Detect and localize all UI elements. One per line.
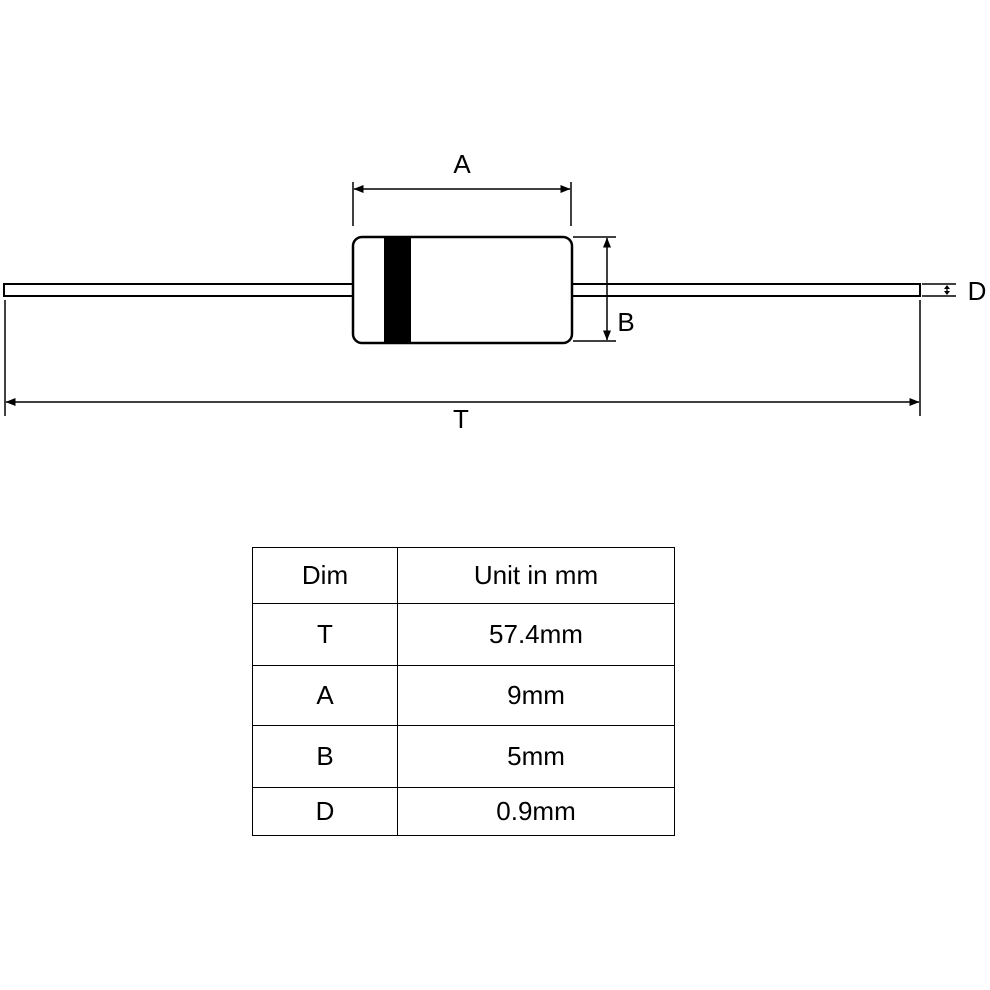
value-cell: 57.4mm xyxy=(397,603,675,666)
value-cell: 9mm xyxy=(397,665,675,726)
dim-d-arrow xyxy=(944,285,950,295)
cathode-band xyxy=(384,238,411,342)
dimension-table: Dim Unit in mm T 57.4mm A 9mm B 5mm D 0.… xyxy=(252,547,675,836)
table-row: T 57.4mm xyxy=(252,603,675,666)
value-cell: 5mm xyxy=(397,725,675,788)
column-header-dim: Dim xyxy=(252,547,398,604)
table-header-row: Dim Unit in mm xyxy=(252,547,675,604)
table-row: B 5mm xyxy=(252,725,675,788)
dim-cell: D xyxy=(252,787,398,836)
table-row: D 0.9mm xyxy=(252,787,675,836)
dim-b-label: B xyxy=(617,307,634,337)
value-cell: 0.9mm xyxy=(397,787,675,836)
right-lead xyxy=(569,283,921,297)
dim-t-label: T xyxy=(453,404,469,434)
column-header-unit: Unit in mm xyxy=(397,547,675,604)
dim-d-label: D xyxy=(968,276,987,306)
diode-outline-drawing: A B D T xyxy=(3,149,987,434)
left-lead xyxy=(3,283,357,297)
dim-a-label: A xyxy=(453,149,471,179)
dim-cell: B xyxy=(252,725,398,788)
dim-cell: A xyxy=(252,665,398,726)
dim-cell: T xyxy=(252,603,398,666)
table-row: A 9mm xyxy=(252,665,675,726)
